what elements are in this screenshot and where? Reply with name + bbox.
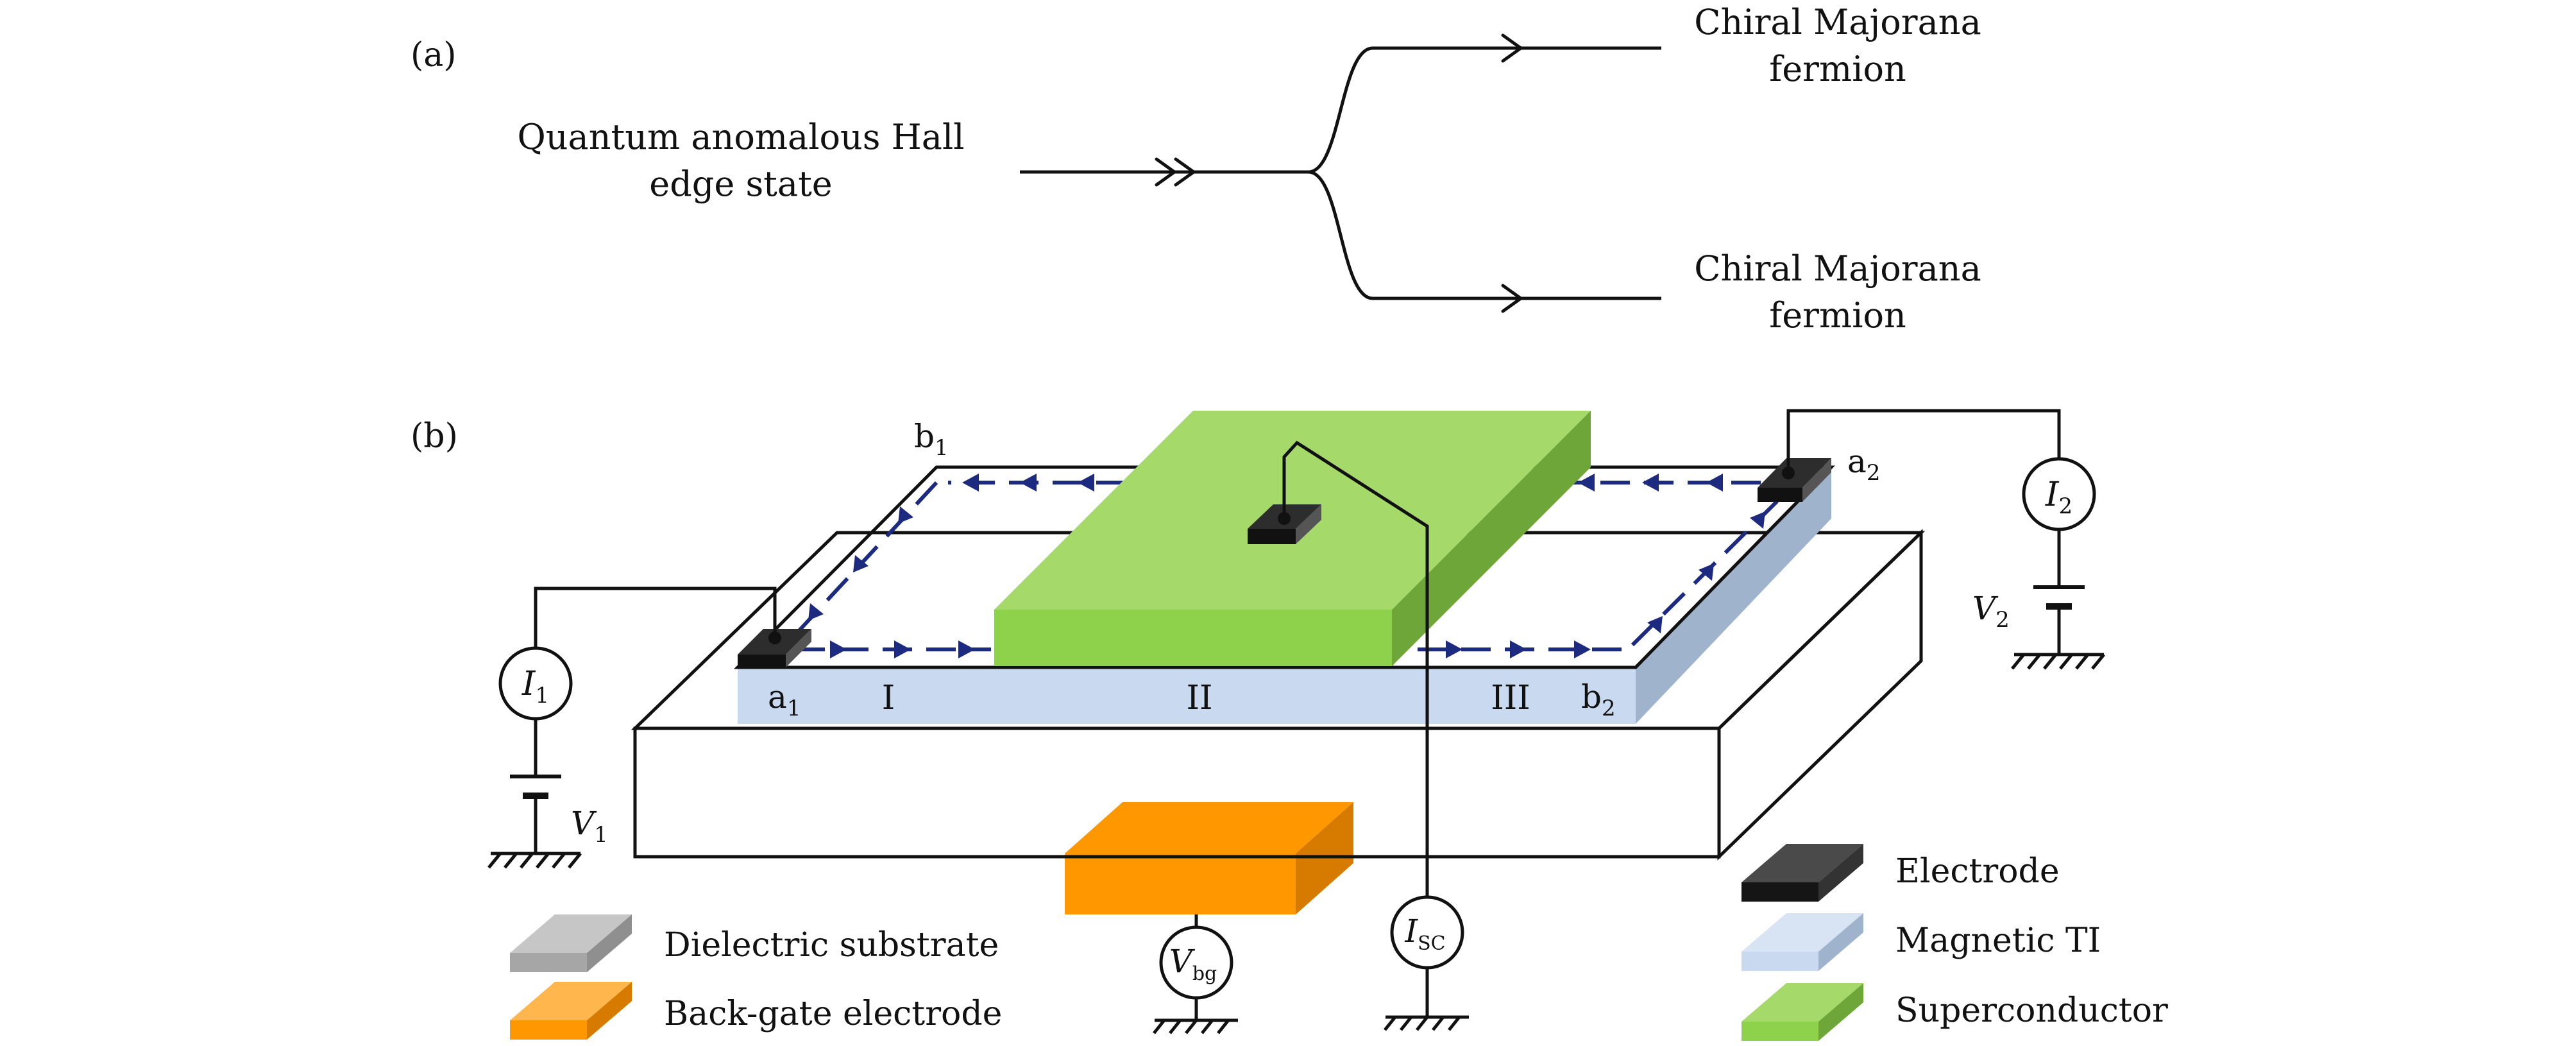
voltage-v1-label: V1 [571, 805, 608, 848]
qah-label-line2: edge state [649, 164, 832, 204]
legend-label-substrate: Dielectric substrate [664, 926, 999, 965]
ground-icon-vbg [1153, 1018, 1238, 1034]
qah-label-line1: Quantum anomalous Hall [517, 117, 964, 157]
ammeter-i2: I2 [2022, 457, 2096, 531]
legend-swatch-back-gate [510, 982, 632, 1020]
ammeter-i1: I1 [498, 646, 573, 721]
region-ii-label: II [1186, 679, 1212, 717]
legend-swatch-magnetic-ti [1741, 913, 1863, 952]
legend-item-magnetic-ti: Magnetic TI [1741, 913, 2101, 971]
wire-a2 [1786, 409, 2061, 473]
back-gate-electrode [1065, 802, 1353, 914]
panel-b-label: (b) [411, 417, 458, 456]
majorana-top-line1: Chiral Majorana [1694, 2, 1981, 42]
svg-text:Vbg: Vbg [1169, 943, 1217, 985]
svg-text:I2: I2 [2045, 476, 2072, 519]
legend-swatch-electrode [1741, 844, 1863, 882]
voltmeter-vbg: Vbg [1159, 925, 1233, 1000]
magnetic-ti-film [733, 465, 1835, 724]
wire-superconductor [1282, 440, 1429, 897]
ground-icon-isc [1384, 1015, 1469, 1031]
legend-label-back-gate: Back-gate electrode [664, 995, 1002, 1033]
majorana-top-line2: fermion [1769, 49, 1906, 89]
contact-b1-label: b1 [914, 418, 949, 461]
wire-a1 [534, 587, 777, 648]
ammeter-isc: ISC [1390, 895, 1464, 970]
legend-label-electrode: Electrode [1895, 852, 2060, 891]
ti-side [1636, 467, 1831, 724]
voltage-v2-label: V2 [1972, 590, 2010, 633]
edge-arrowheads [808, 474, 1765, 658]
legend-item-back-gate: Back-gate electrode [510, 982, 1002, 1040]
legend-swatch-substrate [510, 914, 632, 953]
battery-v1 [510, 775, 561, 799]
back-gate-top [1065, 802, 1353, 853]
contact-b2-label: b2 [1581, 678, 1616, 721]
region-i-label: I [882, 679, 895, 717]
majorana-bottom-line1: Chiral Majorana [1694, 248, 1981, 289]
ground-icon-v1 [487, 852, 582, 869]
svg-text:ISC: ISC [1404, 913, 1445, 955]
legend-swatch-superconductor [1741, 983, 1863, 1022]
majorana-bottom-line2: fermion [1769, 295, 1906, 336]
svg-text:I1: I1 [521, 665, 549, 708]
ti-edge-outline [738, 466, 1833, 669]
wiring [534, 409, 2061, 1020]
back-gate-front [1065, 853, 1296, 914]
ti-front [738, 667, 1636, 724]
sc-side [1392, 411, 1591, 666]
edge-mode-arrows [784, 474, 1798, 658]
dielectric-substrate [631, 529, 1926, 861]
edge-arrow-right [1631, 481, 1798, 647]
panel-a-label: (a) [411, 36, 457, 74]
contact-a2-label: a2 [1847, 443, 1880, 486]
ground-icon-v2 [2011, 653, 2105, 670]
legend-item-superconductor: Superconductor [1741, 983, 2168, 1041]
region-iii-label: III [1491, 679, 1530, 717]
legend-label-magnetic-ti: Magnetic TI [1895, 922, 2101, 960]
legend-item-dielectric-substrate: Dielectric substrate [510, 914, 999, 972]
legend-item-electrode: Electrode [1741, 844, 2060, 902]
legend-label-superconductor: Superconductor [1895, 991, 2168, 1030]
substrate-front [633, 726, 1721, 859]
contact-a1-label: a1 [768, 678, 801, 721]
sc-front [994, 610, 1392, 666]
split-flow-arrow [1020, 33, 1661, 313]
battery-v2 [2033, 585, 2085, 610]
legend: Dielectric substrate Back-gate electrode… [510, 844, 2168, 1041]
